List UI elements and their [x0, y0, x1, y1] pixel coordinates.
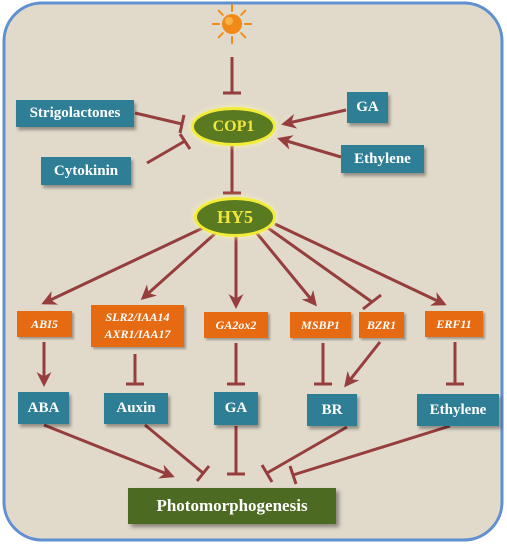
- axr1-iaa17-label: AXR1/IAA17: [104, 327, 171, 341]
- node-ethylene-top: Ethylene: [341, 145, 424, 173]
- node-erf11: ERF11: [425, 311, 483, 337]
- node-msbp1: MSBP1: [290, 312, 351, 338]
- sun-icon: [212, 4, 252, 44]
- node-ga2ox2: GA2ox2: [204, 312, 268, 338]
- node-slr2-axr1: SLR2/IAA14 AXR1/IAA17: [91, 305, 184, 347]
- node-abi5: ABI5: [17, 311, 72, 337]
- edge-auxin-to-photomorphogenesis: [144, 423, 211, 482]
- node-ga-top: GA: [347, 92, 388, 123]
- node-ga-bottom: GA: [214, 392, 258, 425]
- edge-bzr1-to-br: [344, 341, 382, 388]
- edge-hy5-to-slr2: [140, 229, 219, 300]
- node-strigolactones: Strigolactones: [16, 100, 134, 127]
- node-photomorphogenesis: Photomorphogenesis: [128, 488, 336, 524]
- edge-slr2-to-auxin: [126, 354, 144, 386]
- node-cop1: COP1: [191, 107, 276, 146]
- node-hy5: HY5: [194, 197, 276, 237]
- edge-cop1-to-hy5: [223, 146, 241, 195]
- edge-hy5-to-abi5: [41, 224, 208, 305]
- edge-br-to-photomorphogenesis: [260, 425, 348, 483]
- edge-hy5-to-erf11: [274, 222, 447, 306]
- node-aba: ABA: [18, 392, 69, 424]
- edge-erf11-to-ethylene: [446, 342, 464, 386]
- node-cytokinin: Cytokinin: [41, 157, 131, 185]
- node-ethylene-bottom: Ethylene: [417, 394, 499, 426]
- edge-msbp1-to-br: [314, 343, 332, 386]
- edge-cytokinin-to-cop1: [146, 133, 192, 165]
- edge-ga2ox2-to-ga: [227, 343, 245, 386]
- edge-ga-to-photomorphogenesis: [227, 426, 245, 476]
- edge-aba-to-photomorphogenesis: [43, 423, 175, 479]
- edge-sun-to-cop1: [223, 57, 241, 95]
- edge-ga-to-cop1: [281, 108, 347, 129]
- node-bzr1: BZR1: [359, 312, 404, 338]
- edge-hy5-to-msbp1: [253, 230, 317, 307]
- slr2-iaa14-label: SLR2/IAA14: [105, 310, 170, 324]
- edge-hy5-to-bzr1: [267, 226, 382, 311]
- node-br: BR: [307, 394, 357, 426]
- edge-strigolactones-to-cop1: [134, 111, 186, 134]
- edge-ethylene-to-cop1: [277, 135, 342, 159]
- node-auxin: Auxin: [104, 393, 168, 424]
- edge-ethylene-to-photomorphogenesis: [288, 424, 451, 485]
